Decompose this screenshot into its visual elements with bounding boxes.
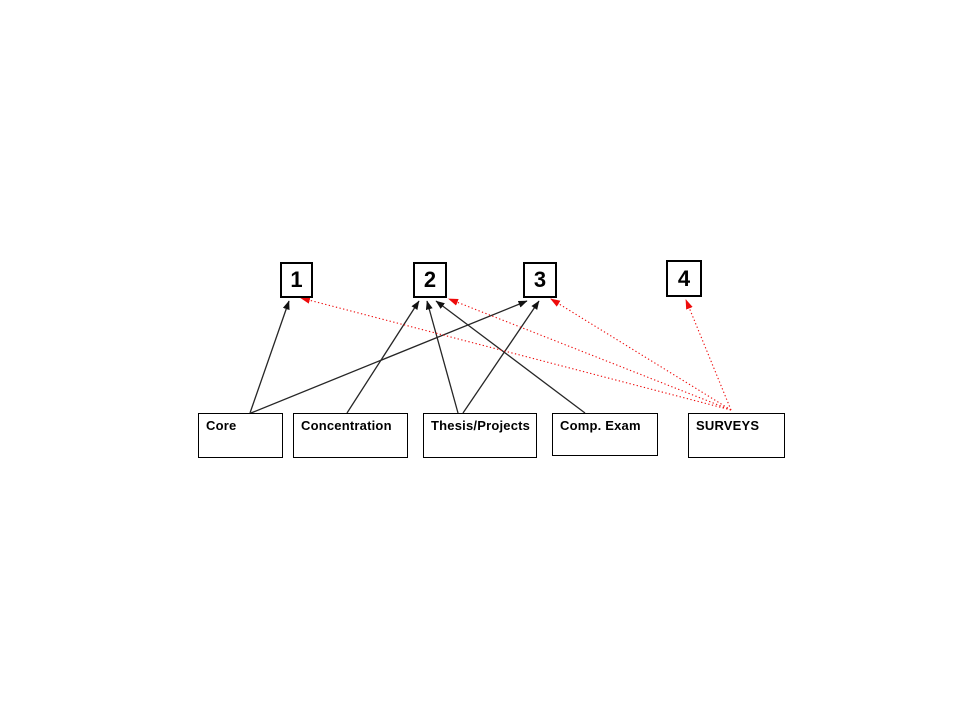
edge-thesis-projects-to-3 xyxy=(462,300,540,414)
node-3-label: 3 xyxy=(533,267,547,292)
node-comp-exam: Comp. Exam xyxy=(552,413,658,456)
node-2-label: 2 xyxy=(423,267,437,292)
node-thesis-projects-label: Thesis/Projects xyxy=(431,418,531,433)
edge-surveys-to-1 xyxy=(300,296,732,411)
node-core-label: Core xyxy=(206,418,237,433)
edge-surveys-to-3 xyxy=(550,298,732,411)
edge-thesis-projects-to-2 xyxy=(425,300,459,414)
node-2: 2 xyxy=(413,262,447,298)
edge-core-to-3 xyxy=(250,300,528,414)
node-thesis-projects: Thesis/Projects xyxy=(423,413,537,458)
node-3: 3 xyxy=(523,262,557,298)
node-concentration: Concentration xyxy=(293,413,408,458)
node-surveys-label: SURVEYS xyxy=(696,418,760,433)
node-comp-exam-label: Comp. Exam xyxy=(560,418,641,433)
edge-surveys-to-4 xyxy=(685,299,732,411)
edge-comp-exam-to-2 xyxy=(435,300,586,414)
node-surveys: SURVEYS xyxy=(688,413,785,458)
node-1: 1 xyxy=(280,262,313,298)
node-4: 4 xyxy=(666,260,702,297)
node-4-label: 4 xyxy=(677,265,691,291)
edge-core-to-1 xyxy=(249,300,290,414)
node-1-label: 1 xyxy=(290,267,303,292)
edge-concentration-to-2 xyxy=(346,300,420,414)
edge-surveys-to-2 xyxy=(448,298,732,411)
node-core: Core xyxy=(198,413,283,458)
node-concentration-label: Concentration xyxy=(301,418,392,433)
